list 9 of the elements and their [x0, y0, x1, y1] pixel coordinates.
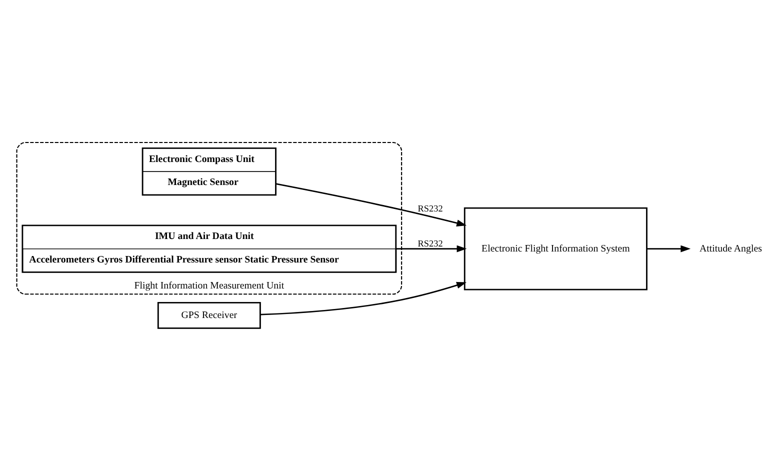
node-box: GPS Receiver — [157, 302, 261, 329]
edge-label: RS232 — [418, 204, 443, 214]
arrow — [276, 183, 467, 226]
node-box: Electronic Flight Information System — [464, 207, 648, 290]
arrow — [260, 282, 467, 316]
edge-label: RS232 — [418, 238, 443, 248]
node-text: Attitude Angles — [699, 243, 762, 254]
arrow — [646, 245, 691, 252]
arrow — [396, 245, 467, 252]
